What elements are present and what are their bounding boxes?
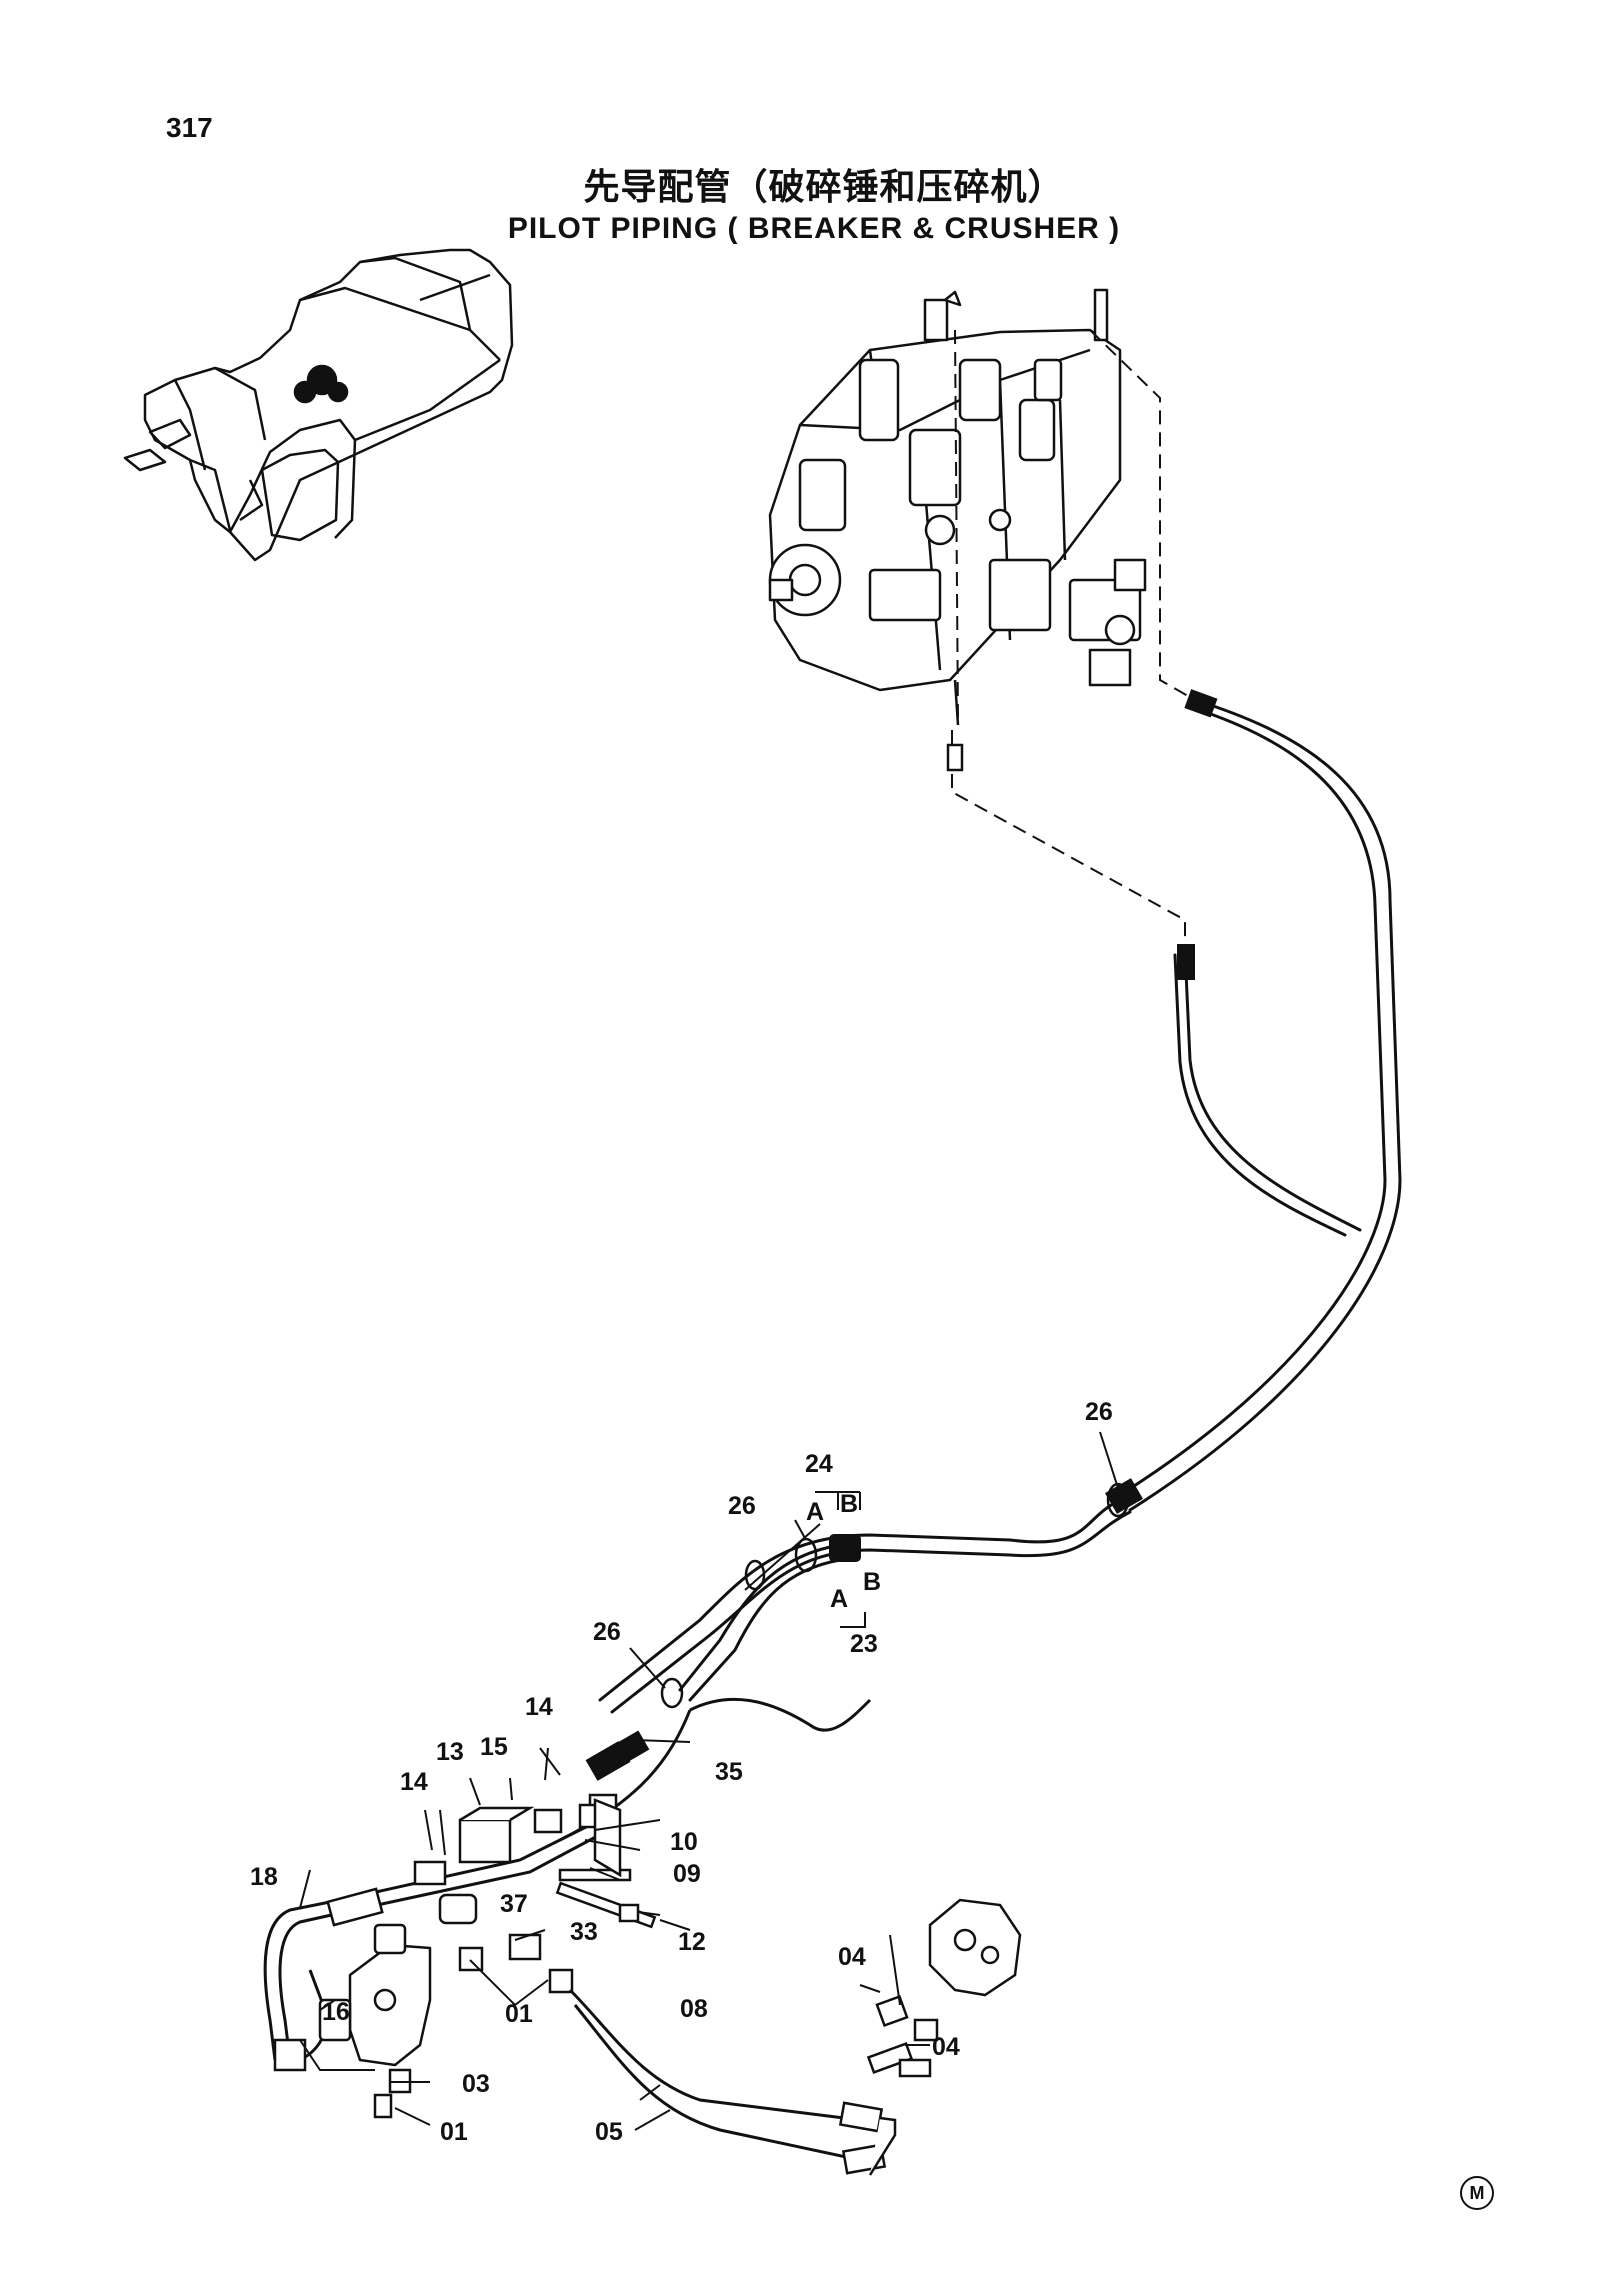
hose-fittings: [585, 689, 1218, 1781]
callout-14-lower: 14: [400, 1768, 428, 1796]
callout-05: 05: [595, 2118, 623, 2146]
breaker-solenoid-valve: [866, 1898, 1022, 2078]
main-pilot-hoses: [598, 698, 1402, 1714]
lower-hose-end-fittings: [838, 2101, 897, 2176]
pilot-valve-block: [318, 1923, 432, 2067]
callout-35: 35: [715, 1758, 743, 1786]
callout-24: 24: [805, 1450, 833, 1478]
lower-pilot-hoses: [568, 1988, 861, 2162]
callout-b-lower: B: [863, 1568, 881, 1596]
callout-26-upper: 26: [1085, 1398, 1113, 1426]
control-valve-assembly: [768, 288, 1147, 726]
callout-b-upper: B: [840, 1490, 858, 1518]
callout-01-lower: 01: [440, 2118, 468, 2146]
excavator-location-sketch: [123, 248, 514, 562]
callout-labels: 26 24 26 A B B A 23 26 14 13 15 35 14 10…: [250, 1398, 1113, 2146]
callout-14-upper: 14: [525, 1693, 553, 1721]
callout-04-upper: 04: [838, 1943, 866, 1971]
title-english: PILOT PIPING ( BREAKER & CRUSHER ): [507, 212, 1121, 245]
callout-leaders: [299, 1431, 1119, 2131]
callout-37: 37: [500, 1890, 528, 1918]
callout-01-middle: 01: [505, 2000, 533, 2028]
callout-26-middle: 26: [728, 1492, 756, 1520]
callout-13: 13: [436, 1738, 464, 1766]
callout-a-upper: A: [806, 1498, 824, 1526]
callout-12: 12: [678, 1928, 706, 1956]
callout-18: 18: [250, 1863, 278, 1891]
callout-16: 16: [322, 1998, 350, 2026]
callout-33: 33: [570, 1918, 598, 1946]
callout-26-lower: 26: [593, 1618, 621, 1646]
callout-09: 09: [673, 1860, 701, 1888]
title-chinese: 先导配管（破碎锤和压碎机）: [583, 167, 1065, 208]
page-number: 317: [166, 112, 213, 143]
callout-23: 23: [850, 1630, 878, 1658]
lower-hose-assembly: [263, 1818, 606, 2062]
callout-10: 10: [670, 1828, 698, 1856]
valve-fitting-bottom: [946, 743, 964, 772]
callout-03: 03: [462, 2070, 490, 2098]
wire-harness-35: [689, 1697, 872, 1732]
callout-a-lower: A: [830, 1585, 848, 1613]
callout-15: 15: [480, 1733, 508, 1761]
corner-marker: M: [1460, 2176, 1494, 2210]
callout-04-lower: 04: [932, 2033, 960, 2061]
callout-08: 08: [680, 1995, 708, 2023]
